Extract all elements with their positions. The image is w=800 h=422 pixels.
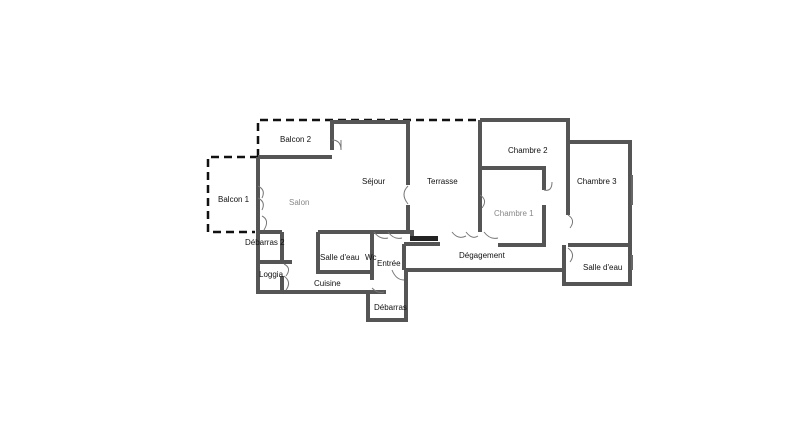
- balcony-outlines: [206, 118, 480, 234]
- door-cuisine: [283, 275, 290, 291]
- label-terrasse: Terrasse: [427, 177, 458, 186]
- structural-block: [410, 236, 438, 241]
- label-chambre-2: Chambre 2: [508, 146, 548, 155]
- label-chambre-1: Chambre 1: [494, 209, 534, 218]
- label-wc: Wc: [365, 253, 377, 262]
- door-entree: [391, 269, 405, 281]
- label-degagement: Dégagement: [459, 251, 506, 260]
- door-sejour-terrasse: [403, 185, 409, 205]
- door-salle-eau1: [387, 231, 403, 239]
- door-loggia: [283, 263, 290, 277]
- door-salle-eau2: [567, 247, 574, 263]
- interior-walls: [258, 120, 630, 294]
- door-salon-balcon1: [257, 185, 264, 199]
- label-salle-d-eau-2: Salle d'eau: [583, 263, 622, 272]
- door-debarras2: [261, 215, 268, 231]
- label-balcon-1: Balcon 1: [218, 195, 250, 204]
- label-loggia: Loggia: [259, 270, 284, 279]
- label-balcon-2: Balcon 2: [280, 135, 312, 144]
- wall-cuisine-top: [316, 232, 372, 274]
- label-entree: Entrée: [377, 259, 401, 268]
- doors: [257, 139, 574, 293]
- door-wc: [373, 231, 389, 239]
- label-salle-d-eau-1: Salle d'eau: [320, 253, 359, 262]
- door-chambre3: [567, 214, 574, 229]
- door-degagement-b: [465, 231, 479, 238]
- wall-chambre2-bottom: [480, 166, 546, 190]
- exterior-walls: [256, 118, 632, 322]
- room-labels: Balcon 2 Balcon 1 Salon Séjour Terrasse …: [218, 135, 622, 312]
- label-debarras: Débarras: [374, 303, 407, 312]
- door-debarras: [371, 287, 385, 293]
- door-chambre1: [483, 231, 499, 239]
- label-debarras-2: Débarras 2: [245, 238, 285, 247]
- door-degagement: [451, 231, 467, 238]
- label-salon: Salon: [289, 198, 309, 207]
- door-chambre1-inner: [479, 194, 486, 209]
- wall-chambre1-right: [498, 205, 546, 247]
- door-salon-balcon1-b: [257, 197, 264, 211]
- label-sejour: Séjour: [362, 177, 385, 186]
- wall-sejour-top: [330, 120, 410, 185]
- wall-living-block: [256, 118, 632, 322]
- balcon-1-outline: [206, 155, 258, 234]
- label-cuisine: Cuisine: [314, 279, 341, 288]
- label-chambre-3: Chambre 3: [577, 177, 617, 186]
- door-chambre2: [543, 181, 553, 191]
